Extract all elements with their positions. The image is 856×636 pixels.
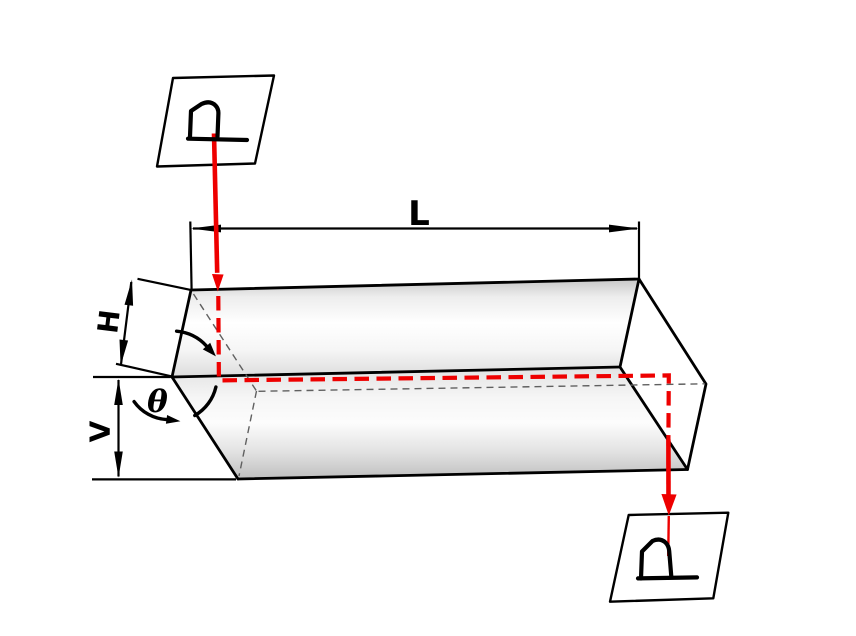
prism-front-left-edge xyxy=(170,375,240,481)
angle-arc-upper xyxy=(174,329,209,348)
beam-target-baseline xyxy=(635,575,700,581)
vertical-arrowhead-top xyxy=(114,378,123,405)
prism-bottom-edge xyxy=(236,468,689,481)
entry-plate-outline xyxy=(155,74,276,168)
angle-label: θ xyxy=(147,384,168,420)
prism-front-face xyxy=(172,367,688,479)
prism xyxy=(170,277,708,481)
beam-target-icon xyxy=(638,537,674,581)
vertical-label: V xyxy=(84,420,117,442)
entry-plate-symbol xyxy=(185,100,250,143)
dimension-length: L xyxy=(189,194,641,291)
entry-plate xyxy=(155,74,276,168)
angle-arc-theta-arrowhead xyxy=(165,415,181,424)
laser-beam xyxy=(211,133,677,557)
angle-annotation: θ xyxy=(132,329,218,424)
height-arrowhead-bottom xyxy=(119,339,129,366)
angle-arc-lower xyxy=(193,385,218,418)
angle-arc-theta xyxy=(132,399,169,422)
beam-entry-segment xyxy=(211,133,220,273)
length-label: L xyxy=(408,194,430,234)
height-extension-line-top xyxy=(137,277,193,292)
length-arrowhead-right xyxy=(609,224,639,233)
prism-hidden-bevel-edge xyxy=(192,293,258,392)
length-arrowhead-left xyxy=(190,224,221,233)
height-extension-line-bottom xyxy=(115,362,174,378)
beam-exit-arrowhead xyxy=(661,494,677,516)
height-arrowhead-top xyxy=(124,279,134,306)
beam-entry-arrowhead xyxy=(212,274,224,292)
beam-source-baseline xyxy=(185,136,250,143)
prism-hidden-bottom-back-edge xyxy=(258,383,706,392)
prism-top-back-edge xyxy=(189,277,641,292)
beam-source-icon xyxy=(187,100,221,139)
dimension-height: H xyxy=(91,277,193,378)
dimension-vertical: V xyxy=(84,375,236,481)
length-extension-line-left xyxy=(189,221,193,291)
prism-top-face xyxy=(172,279,639,377)
angle-arc-upper-arrowhead xyxy=(202,342,216,357)
prism-hidden-left-edge xyxy=(238,390,258,477)
vertical-arrowhead-bottom xyxy=(114,451,123,478)
exit-plate-symbol xyxy=(635,537,700,581)
height-label: H xyxy=(91,308,127,335)
beam-internal-path xyxy=(216,295,671,441)
